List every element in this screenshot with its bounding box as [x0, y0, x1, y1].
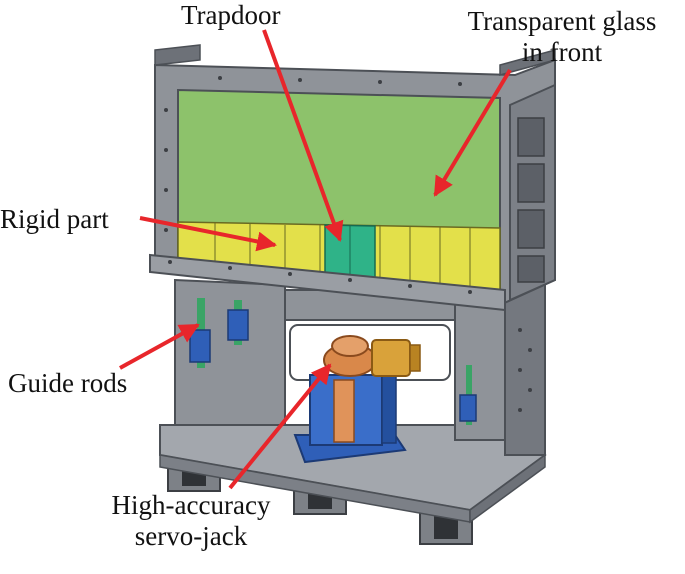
- trapdoor-arrow: [262, 29, 344, 242]
- servo-jack-label-line2: servo-jack: [134, 521, 248, 552]
- glass-label-line2: in front: [521, 37, 603, 68]
- servo-jack-label-line1: High-accuracy: [111, 490, 271, 520]
- servo-jack: [293, 335, 421, 464]
- servo-jack-arrow: [228, 363, 332, 490]
- base-plate: [159, 424, 547, 524]
- glass-label-line1: Transparent glass: [467, 6, 657, 36]
- test-box: [149, 44, 556, 312]
- rigid-part-label: Rigid part: [0, 204, 109, 234]
- guide-rods-label: Guide rods: [8, 368, 128, 398]
- trapdoor-label: Trapdoor: [181, 0, 281, 30]
- guide-rods-arrow: [119, 323, 200, 370]
- pointer-arrows: [119, 29, 512, 490]
- guide-rods: [189, 298, 477, 425]
- glass-label: Transparent glass in front: [447, 6, 677, 68]
- glass-arrow: [433, 68, 512, 197]
- servo-jack-label: High-accuracy servo-jack: [76, 490, 306, 552]
- rigid-part-arrow: [139, 216, 277, 252]
